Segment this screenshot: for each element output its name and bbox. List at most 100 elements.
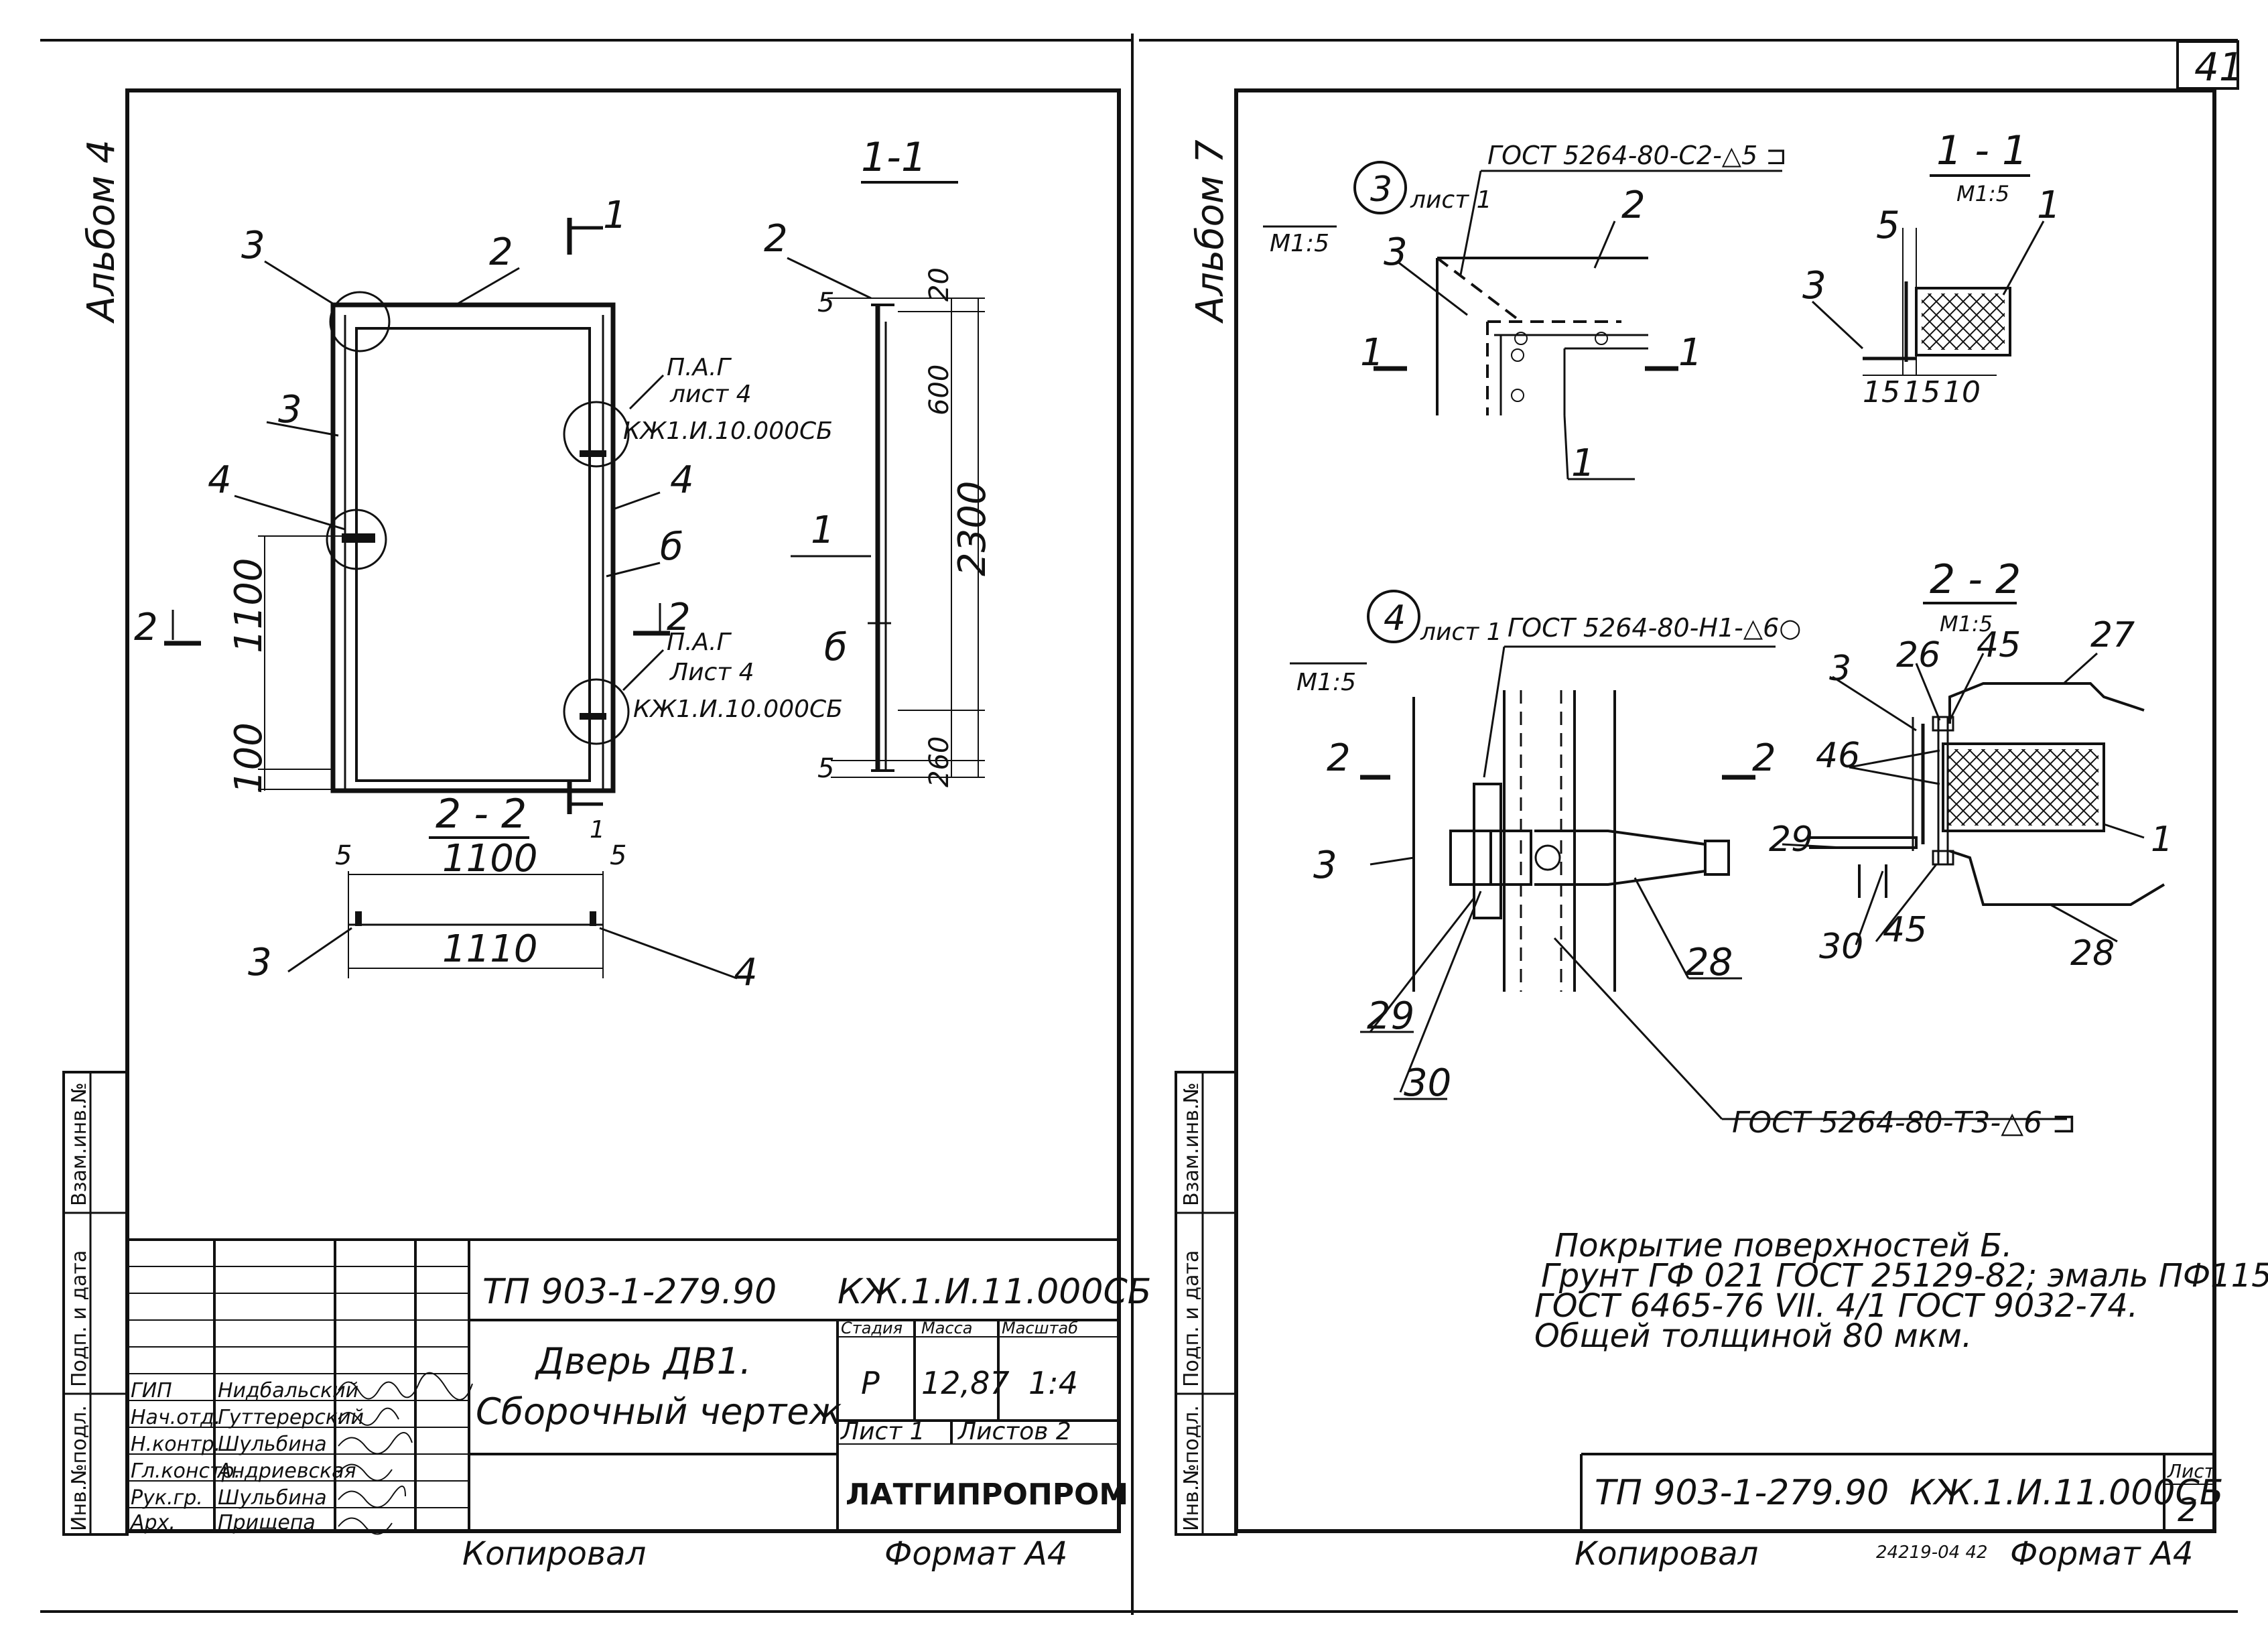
left-label-4b: 4	[670, 458, 694, 502]
sec22-label-46: 46	[1816, 736, 1860, 776]
node4-mark-2b: 2	[1752, 736, 1776, 780]
stamp-col-stage: Стадия	[841, 1319, 903, 1337]
right-side-col-3: Взам.инв.№	[1180, 1082, 1203, 1206]
right-sec22-detail	[1782, 652, 2165, 945]
note-line-2: Грунт ГФ 021 ГОСТ 25129-82; эмаль ПФ115	[1541, 1257, 2268, 1295]
left-side-col-1: Инв.№подл.	[68, 1405, 91, 1531]
node4-label-30: 30	[1404, 1061, 1451, 1105]
stamp-role-1: ГИП	[131, 1379, 172, 1402]
ref-bottom-1: П.А.Г	[667, 629, 732, 656]
node4-circle	[1367, 590, 1420, 643]
right-sec11-scale: М1:5	[1956, 181, 2009, 206]
ref-bottom-3: КЖ1.И.10.000СБ	[633, 696, 843, 723]
sec22-dim-1110: 1110	[442, 927, 538, 971]
stamp-role-6: Арх.	[129, 1511, 176, 1534]
ref-top-2: лист 4	[669, 381, 752, 408]
note-line-4: Общей толщиной 80 мкм.	[1534, 1317, 1972, 1355]
node3-sheet: лист 1	[1410, 186, 1492, 214]
sec22-label-45b: 45	[1883, 910, 1927, 950]
stamp-name-2: Гуттерерский	[218, 1406, 364, 1429]
sec22-label-29: 29	[1769, 820, 1813, 860]
node3-num: 3	[1370, 170, 1392, 210]
stamp-org: ЛАТГИПРОПРОМ	[846, 1478, 1128, 1512]
right-sec11-dim-15a: 15	[1863, 375, 1900, 409]
node4-mark-2a: 2	[1327, 736, 1351, 780]
left-section-mark-2a: 2	[134, 606, 158, 649]
left-stamp-code: ТП 903-1-279.90	[482, 1272, 777, 1312]
handle-callout	[326, 509, 387, 570]
right-stamp-code: ТП 903-1-279.90	[1595, 1473, 1889, 1513]
right-sheet-frame	[1234, 88, 2216, 1533]
sheet-number: 41	[2194, 44, 2244, 90]
sec11-dim-600: 600	[924, 365, 955, 415]
sec22-label-4: 4	[734, 951, 758, 994]
dim-100: 100	[227, 722, 271, 794]
hinge-top-callout	[563, 401, 630, 468]
ref-top-3: КЖ1.И.10.000СБ	[623, 417, 833, 445]
left-label-4a: 4	[208, 458, 232, 502]
sec22-label-1: 1	[2151, 820, 2173, 860]
node3-label-2: 2	[1621, 184, 1646, 227]
node3-scale: М1:5	[1270, 230, 1329, 257]
node4-scale: М1:5	[1296, 669, 1356, 696]
sec11-dim-5b: 5	[817, 753, 834, 784]
left-stamp-title-1: Дверь ДВ1.	[535, 1340, 751, 1382]
right-sec11-label-1: 1	[2037, 184, 2061, 227]
note-line-1: Покрытие поверхностей Б.	[1554, 1227, 2012, 1264]
node4-sheet: лист 1	[1420, 618, 1502, 646]
stamp-sheet: Лист 1	[840, 1418, 925, 1445]
node3-label-3: 3	[1384, 231, 1408, 274]
left-label-3b: 3	[278, 388, 302, 432]
sec11-label-1: 1	[811, 509, 835, 552]
node4-label-3: 3	[1313, 844, 1337, 887]
sec11-dim-2300: 2300	[951, 480, 994, 576]
right-sec11-dim-15b: 15	[1903, 375, 1940, 409]
right-stamp-sheet: 2	[2178, 1492, 2198, 1529]
node3-detail	[1374, 220, 1678, 480]
right-stamp-drawing-code: КЖ.1.И.11.000СБ	[1910, 1473, 2223, 1513]
right-sec11-dim-5: 5	[1876, 204, 1900, 247]
right-side-col-2: Подп. и дата	[1180, 1250, 1203, 1387]
sec22-label-45a: 45	[1977, 625, 2021, 665]
right-copied: Копировал	[1575, 1535, 1758, 1573]
right-sec11-detail	[1811, 220, 2045, 376]
left-sheet-frame	[125, 88, 1121, 1533]
right-format: Формат А4	[2010, 1535, 2193, 1573]
right-sec11-dim-10: 10	[1943, 375, 1981, 409]
stamp-role-3: Н.контр.	[131, 1433, 220, 1456]
sec11-label-6: б	[824, 626, 848, 669]
ref-bottom-2: Лист 4	[669, 659, 754, 686]
stamp-role-4: Гл.констр.	[131, 1459, 241, 1483]
sec22-label-26: 26	[1896, 635, 1940, 675]
sec22-label-3: 3	[248, 941, 272, 984]
node4-label-28: 28	[1685, 941, 1733, 984]
node3-weld: ГОСТ 5264-80-С2-△5 ⊐	[1487, 141, 1787, 170]
sec11-dim-5a: 5	[817, 287, 834, 318]
right-sec22-scale: М1:5	[1940, 611, 1993, 637]
sec22-label-3: 3	[1829, 649, 1851, 689]
left-section-2-2-title: 2 - 2	[436, 791, 527, 838]
section-2-2-profile	[287, 871, 738, 980]
left-stamp-title-2: Сборочный чертеж	[476, 1390, 842, 1433]
node3-circle	[1353, 161, 1407, 214]
stamp-name-6: Прищепа	[218, 1511, 316, 1534]
node3-mark-1b: 1	[1678, 331, 1703, 375]
sec11-dim-260: 260	[924, 736, 955, 787]
stamp-stage: Р	[861, 1365, 880, 1401]
sec11-label-2: 2	[764, 217, 788, 261]
stamp-name-5: Шульбина	[218, 1486, 327, 1510]
right-sec11-label-3: 3	[1802, 264, 1826, 308]
stamp-sheets: Листов 2	[957, 1418, 1071, 1445]
dim-1100-vert: 1100	[227, 558, 271, 653]
stamp-role-5: Рук.гр.	[131, 1486, 203, 1510]
left-section-1-1-title: 1-1	[861, 134, 927, 181]
right-notes: Покрытие поверхностей Б. Грунт ГФ 021 ГО…	[1534, 1227, 2268, 1355]
left-album-label: Альбом 4	[80, 139, 123, 324]
sec22-label-27: 27	[2090, 615, 2135, 655]
right-stamp-sheet-label: Лист	[2167, 1460, 2216, 1482]
left-label-3a: 3	[241, 224, 265, 267]
section-1-1-profile	[787, 257, 985, 778]
ref-top-1: П.А.Г	[667, 354, 732, 381]
sec11-dim-20: 20	[924, 267, 955, 302]
